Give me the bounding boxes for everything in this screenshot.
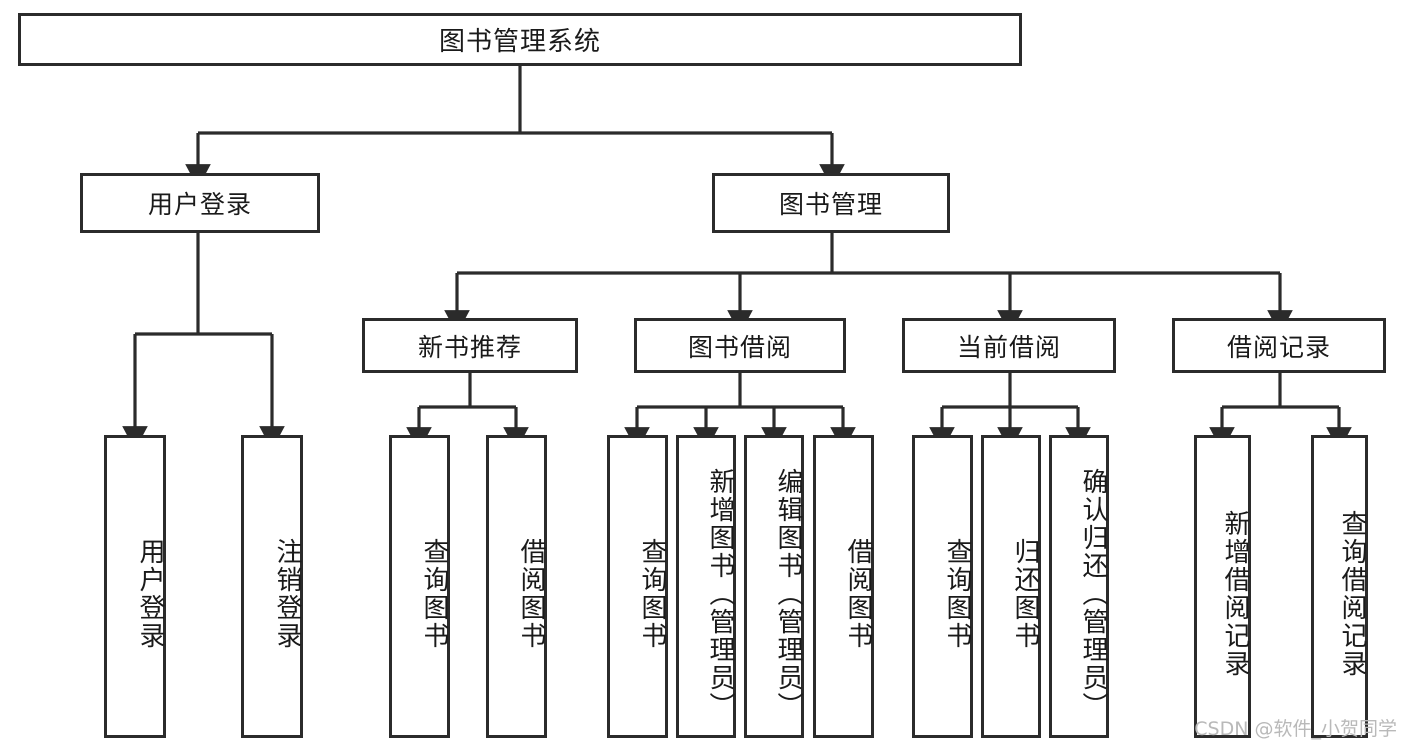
node-leaf-user-logout[interactable]: 注销登录 (241, 435, 303, 738)
node-leaf-borrow-book-1[interactable]: 借阅图书 (486, 435, 547, 738)
node-leaf-query-book-3-label: 查询图书 (942, 537, 972, 650)
node-book-borrow-label: 图书借阅 (687, 332, 792, 362)
node-leaf-user-login[interactable]: 用户登录 (104, 435, 166, 738)
node-leaf-confirm-return-label: 确认归还（管理员） (1078, 467, 1108, 720)
node-leaf-add-record[interactable]: 新增借阅记录 (1194, 435, 1251, 738)
node-leaf-query-book-1[interactable]: 查询图书 (389, 435, 450, 738)
node-new-book-recommend-label: 新书推荐 (417, 332, 522, 362)
node-user-login[interactable]: 用户登录 (80, 173, 320, 233)
node-leaf-add-book[interactable]: 新增图书（管理员） (676, 435, 736, 738)
node-new-book-recommend[interactable]: 新书推荐 (362, 318, 578, 373)
node-leaf-borrow-book-2[interactable]: 借阅图书 (813, 435, 874, 738)
csdn-watermark: CSDN @软件_小贺同学 (1194, 718, 1397, 740)
node-leaf-add-book-label: 新增图书（管理员） (705, 467, 735, 720)
node-borrow-record-label: 借阅记录 (1226, 332, 1331, 362)
node-leaf-user-logout-label: 注销登录 (272, 537, 302, 650)
node-user-login-label: 用户登录 (147, 190, 252, 219)
node-leaf-query-book-1-label: 查询图书 (419, 537, 449, 650)
node-leaf-query-book-2[interactable]: 查询图书 (607, 435, 668, 738)
node-leaf-query-record[interactable]: 查询借阅记录 (1311, 435, 1368, 738)
node-leaf-return-book-label: 归还图书 (1010, 537, 1040, 650)
node-borrow-record[interactable]: 借阅记录 (1172, 318, 1386, 373)
node-leaf-edit-book[interactable]: 编辑图书（管理员） (744, 435, 804, 738)
node-book-management[interactable]: 图书管理 (712, 173, 950, 233)
node-leaf-query-record-label: 查询借阅记录 (1337, 509, 1367, 678)
node-leaf-query-book-3[interactable]: 查询图书 (912, 435, 973, 738)
node-leaf-edit-book-label: 编辑图书（管理员） (773, 467, 803, 720)
node-book-management-label: 图书管理 (778, 190, 883, 219)
node-leaf-confirm-return[interactable]: 确认归还（管理员） (1049, 435, 1109, 738)
node-root-label: 图书管理系统 (438, 27, 601, 57)
node-current-borrow-label: 当前借阅 (956, 332, 1061, 362)
node-current-borrow[interactable]: 当前借阅 (902, 318, 1116, 373)
node-leaf-borrow-book-2-label: 借阅图书 (843, 537, 873, 650)
node-leaf-return-book[interactable]: 归还图书 (981, 435, 1041, 738)
node-leaf-user-login-label: 用户登录 (135, 537, 165, 650)
node-leaf-query-book-2-label: 查询图书 (637, 537, 667, 650)
node-book-borrow[interactable]: 图书借阅 (634, 318, 846, 373)
node-root[interactable]: 图书管理系统 (18, 13, 1022, 66)
node-leaf-add-record-label: 新增借阅记录 (1220, 509, 1250, 678)
node-leaf-borrow-book-1-label: 借阅图书 (516, 537, 546, 650)
